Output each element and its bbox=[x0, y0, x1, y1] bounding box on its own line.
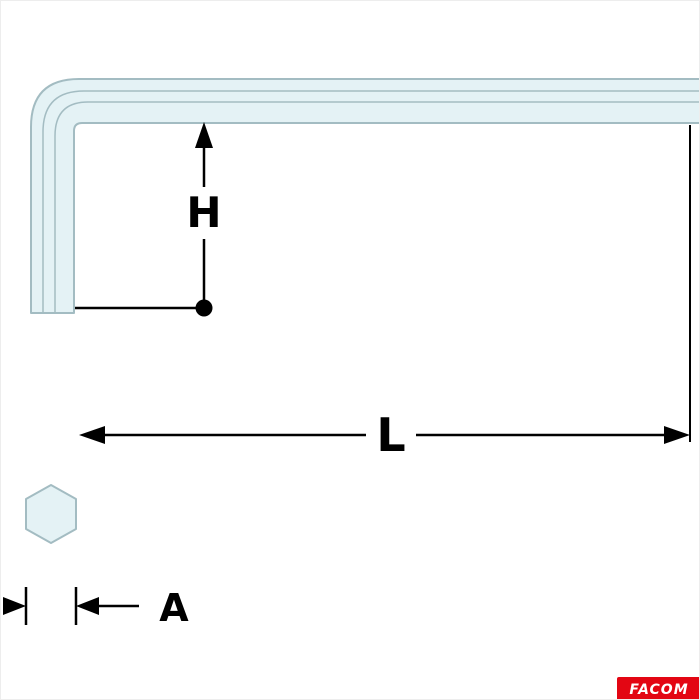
brand-logo: FACOM bbox=[617, 677, 699, 699]
hex-cross-section bbox=[25, 484, 77, 544]
h-dimension-label: H bbox=[186, 188, 221, 237]
brand-logo-background bbox=[617, 677, 699, 699]
hex-key-facet-line bbox=[54, 101, 699, 312]
a-arrowhead-left bbox=[3, 597, 26, 615]
l-arrowhead-left bbox=[79, 426, 105, 444]
hex-key-facet-line bbox=[42, 90, 699, 312]
l-dimension-label: L bbox=[376, 408, 405, 462]
hex-key-body bbox=[30, 78, 699, 314]
a-arrowhead-right bbox=[76, 597, 99, 615]
a-dimension-label: A bbox=[159, 586, 189, 630]
h-datum-dot bbox=[195, 299, 213, 317]
l-arrowhead-right bbox=[664, 426, 690, 444]
h-arrowhead-up bbox=[195, 122, 213, 148]
brand-logo-text: FACOM bbox=[629, 682, 688, 698]
